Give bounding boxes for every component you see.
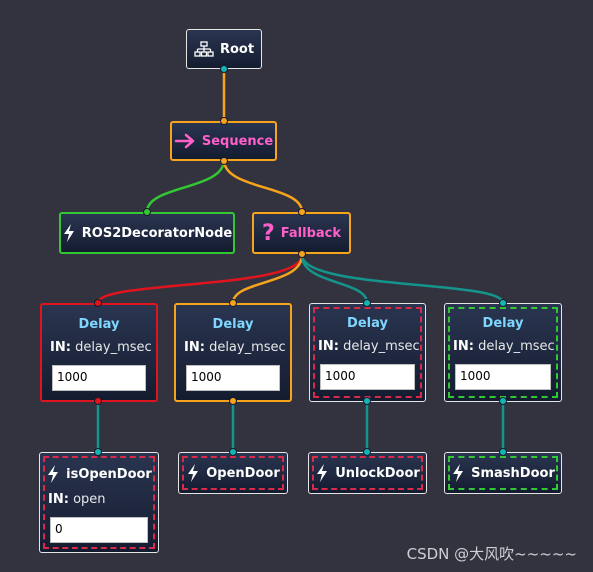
lightning-icon: [186, 463, 200, 483]
open-port: IN: open: [48, 492, 158, 507]
smash-door-label: SmashDoor: [471, 465, 555, 481]
delay-title: Delay: [78, 317, 120, 332]
ros2-label: ROS2DecoratorNode: [81, 225, 233, 241]
delay-title: Delay: [212, 317, 254, 332]
port-dot[interactable]: [94, 448, 102, 456]
open-door-label: OpenDoor: [206, 465, 280, 481]
port-name: delay_msec: [75, 340, 152, 355]
delay-port: IN: delay_msec: [50, 340, 156, 355]
port-dot[interactable]: [220, 65, 228, 73]
delay-node-4[interactable]: Delay IN: delay_msec 1000: [444, 303, 562, 402]
port-prefix: IN:: [48, 492, 69, 507]
delay-title: Delay: [347, 316, 388, 331]
delay-node-3[interactable]: Delay IN: delay_msec 1000: [309, 303, 426, 402]
delay-port: IN: delay_msec: [453, 339, 561, 354]
edge-sequence-ros2: [145, 159, 226, 213]
port-dot[interactable]: [229, 397, 237, 405]
port-dot[interactable]: [229, 448, 237, 456]
sequence-node[interactable]: Sequence: [170, 121, 277, 161]
delay-msec-input[interactable]: 1000: [455, 364, 551, 390]
port-prefix: IN:: [453, 339, 474, 354]
port-dot[interactable]: [229, 299, 237, 307]
delay-msec-input[interactable]: 1000: [320, 364, 415, 390]
port-dot[interactable]: [363, 397, 371, 405]
port-dot[interactable]: [363, 448, 371, 456]
delay-node-1[interactable]: Delay IN: delay_msec 1000: [40, 303, 158, 402]
watermark: CSDN @大风吹~~~~~: [406, 545, 577, 563]
delay-port: IN: delay_msec: [184, 340, 290, 355]
port-prefix: IN:: [318, 339, 339, 354]
lightning-icon: [315, 463, 329, 483]
port-name: delay_msec: [478, 339, 555, 354]
fallback-node[interactable]: ? Fallback: [252, 212, 351, 254]
port-prefix: IN:: [184, 340, 205, 355]
delay-port: IN: delay_msec: [318, 339, 425, 354]
is-open-door-node[interactable]: isOpenDoor IN: open 0: [39, 452, 159, 553]
port-dot[interactable]: [94, 299, 102, 307]
open-door-node[interactable]: OpenDoor: [178, 452, 288, 494]
lightning-icon: [451, 463, 465, 483]
fallback-label: Fallback: [280, 225, 341, 241]
port-dot[interactable]: [499, 299, 507, 307]
unlock-door-node[interactable]: UnlockDoor: [308, 452, 427, 494]
root-node[interactable]: Root: [186, 29, 262, 69]
port-dot[interactable]: [220, 157, 228, 165]
delay-title: Delay: [482, 316, 524, 331]
is-open-door-label: isOpenDoor: [66, 466, 152, 482]
lightning-icon: [46, 464, 60, 484]
edge-fallback-delay4: [300, 254, 505, 304]
port-dot[interactable]: [499, 397, 507, 405]
port-dot[interactable]: [298, 250, 306, 258]
unlock-door-label: UnlockDoor: [335, 465, 420, 481]
lightning-icon: [62, 223, 76, 243]
smash-door-node[interactable]: SmashDoor: [444, 452, 562, 494]
open-input[interactable]: 0: [50, 517, 148, 543]
port-dot[interactable]: [143, 208, 151, 216]
port-name: delay_msec: [343, 339, 420, 354]
port-name: open: [73, 492, 106, 507]
port-dot[interactable]: [220, 117, 228, 125]
ros2-decorator-node[interactable]: ROS2DecoratorNode: [59, 212, 235, 254]
root-label: Root: [219, 41, 255, 57]
delay-msec-input[interactable]: 1000: [186, 365, 280, 391]
edge-fallback-delay3: [300, 254, 369, 304]
edge-sequence-fallback: [222, 159, 304, 213]
port-dot[interactable]: [499, 448, 507, 456]
sequence-label: Sequence: [201, 133, 274, 149]
arrow-right-icon: [174, 133, 196, 149]
port-dot[interactable]: [298, 208, 306, 216]
port-dot[interactable]: [94, 397, 102, 405]
question-mark-icon: ?: [262, 220, 275, 246]
delay-msec-input[interactable]: 1000: [52, 365, 146, 391]
delay-node-2[interactable]: Delay IN: delay_msec 1000: [174, 303, 292, 402]
edge-fallback-delay2: [231, 254, 304, 304]
tree-icon: [194, 41, 214, 57]
port-name: delay_msec: [209, 340, 286, 355]
port-prefix: IN:: [50, 340, 71, 355]
port-dot[interactable]: [363, 299, 371, 307]
edge-fallback-delay1: [96, 254, 304, 304]
